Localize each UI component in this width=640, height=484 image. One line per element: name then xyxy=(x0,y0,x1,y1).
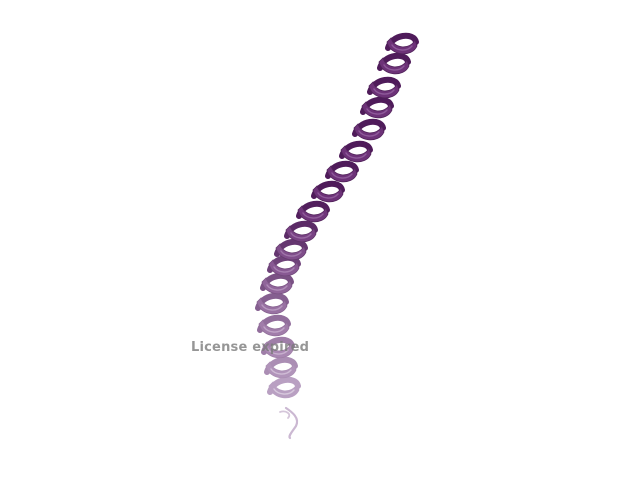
helix-turn-front xyxy=(361,101,393,119)
helix-turn-highlight xyxy=(263,326,285,333)
helix-turn-highlight xyxy=(266,284,288,291)
helix-turn-highlight xyxy=(273,266,295,273)
helix-turn-highlight xyxy=(270,368,292,375)
helix-turn-highlight xyxy=(383,64,405,71)
helix-turn-front xyxy=(353,123,385,141)
helix-turn-highlight xyxy=(345,152,367,159)
helix-turn-highlight xyxy=(302,212,324,219)
helix-turn-front xyxy=(378,57,410,75)
helix-turn-front xyxy=(275,243,307,261)
helix-turn-front xyxy=(312,185,344,203)
helix-turn-highlight xyxy=(273,388,295,395)
helix-turn-front xyxy=(368,81,400,99)
helix-turn-highlight xyxy=(280,250,302,257)
helix-turn-highlight xyxy=(267,348,289,355)
helix-turn-highlight xyxy=(391,44,413,51)
helix-turn-front xyxy=(262,341,294,359)
alpha-helix xyxy=(255,32,419,399)
helix-turn-highlight xyxy=(366,108,388,115)
helix-turn-highlight xyxy=(317,192,339,199)
helix-turn-highlight xyxy=(373,88,395,95)
helix-turn-front xyxy=(256,297,288,315)
helix-turn-front xyxy=(340,145,372,163)
c-terminal-tail-loop xyxy=(279,410,291,419)
helix-turn-highlight xyxy=(331,172,353,179)
helix-turn-highlight xyxy=(290,232,312,239)
c-terminal-tail xyxy=(284,406,299,440)
helix-turn-highlight xyxy=(358,130,380,137)
helix-turn-front xyxy=(326,165,358,183)
helix-turn-front xyxy=(258,319,290,337)
helix-turn-front xyxy=(386,37,418,55)
helix-turn-front xyxy=(268,259,300,277)
helix-turn-highlight xyxy=(261,304,283,311)
helix-turn-front xyxy=(261,277,293,295)
helix-turn-front xyxy=(297,205,329,223)
helix-turn-front xyxy=(268,381,300,399)
helix-turn-front xyxy=(285,225,317,243)
helix-turn-front xyxy=(265,361,297,379)
